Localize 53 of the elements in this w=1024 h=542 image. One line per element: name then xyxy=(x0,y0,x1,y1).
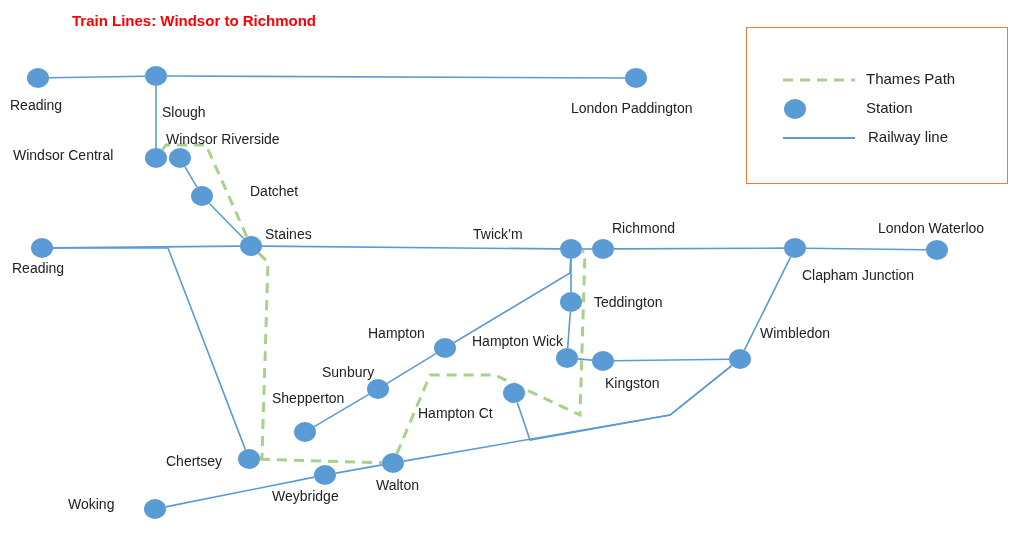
railway-line xyxy=(208,202,245,240)
railway-line xyxy=(577,358,593,361)
railway-line xyxy=(166,75,626,79)
station-label: Richmond xyxy=(612,220,676,236)
station-label: Windsor Riverside xyxy=(166,131,280,147)
railway-line xyxy=(570,258,572,293)
station-label: Datchet xyxy=(250,183,299,199)
station-label: Reading xyxy=(10,97,63,113)
dashed-path-line xyxy=(257,252,270,459)
station-label: Hampton Wick xyxy=(472,333,564,349)
station-label: Teddington xyxy=(594,294,663,310)
station-label: Staines xyxy=(265,226,312,242)
station-label: Walton xyxy=(376,477,420,493)
legend-label: Thames Path xyxy=(866,70,956,87)
station-label: Reading xyxy=(12,260,65,276)
railway-line xyxy=(52,247,247,451)
station-label: Wimbledon xyxy=(760,325,831,341)
railway-line xyxy=(805,247,927,251)
station-label: London Waterloo xyxy=(878,220,985,236)
railway-line xyxy=(516,364,733,441)
station-label: Clapham Junction xyxy=(802,267,915,283)
station-label: Sunbury xyxy=(322,364,375,380)
legend-label: Station xyxy=(866,99,913,116)
station-label: Kingston xyxy=(605,375,660,391)
railway-line xyxy=(581,248,593,250)
railway-line xyxy=(453,258,572,344)
station-label: Weybridge xyxy=(272,488,339,504)
railway-line xyxy=(743,256,792,351)
dashed-path-line xyxy=(161,143,249,238)
railway-line xyxy=(164,476,316,508)
station-label: Hampton xyxy=(368,325,425,341)
station-label: Shepperton xyxy=(272,390,345,406)
station-label: Chertsey xyxy=(166,453,223,469)
station-label: Twick’m xyxy=(473,226,523,242)
dashed-path-line xyxy=(259,457,383,465)
railway-line xyxy=(184,166,198,188)
railway-line xyxy=(386,352,437,385)
railway-line xyxy=(48,75,146,79)
station-label: Slough xyxy=(162,104,206,120)
dashed-path-line xyxy=(395,249,587,455)
legend-label: Railway line xyxy=(868,128,949,145)
railway-line xyxy=(155,85,157,149)
diagram-title: Train Lines: Windsor to Richmond xyxy=(72,12,317,29)
station-label: Woking xyxy=(68,496,115,512)
railway-line xyxy=(313,393,370,428)
railway-line xyxy=(613,247,785,250)
station-label: Windsor Central xyxy=(13,147,114,163)
railway-line xyxy=(335,464,383,474)
station-label: London Paddington xyxy=(571,100,693,116)
railway-line xyxy=(566,311,572,349)
station-label: Hampton Ct xyxy=(418,405,493,421)
railway-line xyxy=(261,245,561,250)
railway-line xyxy=(613,358,730,362)
